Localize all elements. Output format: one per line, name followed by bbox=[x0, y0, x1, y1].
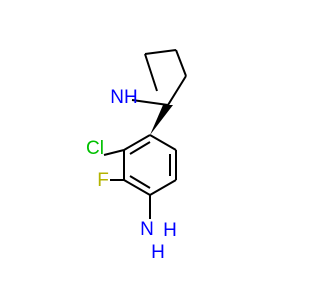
molecule-structure: NH Cl F N H H bbox=[86, 49, 187, 263]
structure-canvas: NH Cl F N H H bbox=[86, 49, 187, 264]
bond-ar-c4-c5 bbox=[149, 179, 177, 196]
bond-ar-c1-c2 bbox=[123, 134, 151, 151]
bond-ring-cstar-n bbox=[131, 99, 169, 106]
double-bond-inner-bottom-left bbox=[129, 175, 151, 189]
atom-label-f: F bbox=[97, 170, 109, 191]
bond-ar-c6-c1 bbox=[149, 134, 177, 151]
wedge-bond bbox=[150, 105, 173, 135]
bond-ring-c5-cstar bbox=[167, 75, 187, 106]
bond-ring-c2-c3 bbox=[144, 53, 158, 92]
atom-label-h: H bbox=[163, 220, 177, 241]
bond-ring-c4-c5 bbox=[175, 49, 187, 77]
atom-label-h2: H bbox=[151, 242, 165, 263]
double-bond-inner-top bbox=[129, 141, 151, 155]
bond-to-chlorine bbox=[103, 149, 125, 156]
bond-ring-c3-c4 bbox=[144, 49, 177, 55]
atom-label-n: N bbox=[140, 219, 154, 240]
bond-ar-c3-c4 bbox=[123, 179, 151, 196]
atom-label-nh: NH bbox=[110, 87, 137, 108]
atom-label-cl: Cl bbox=[86, 138, 104, 159]
